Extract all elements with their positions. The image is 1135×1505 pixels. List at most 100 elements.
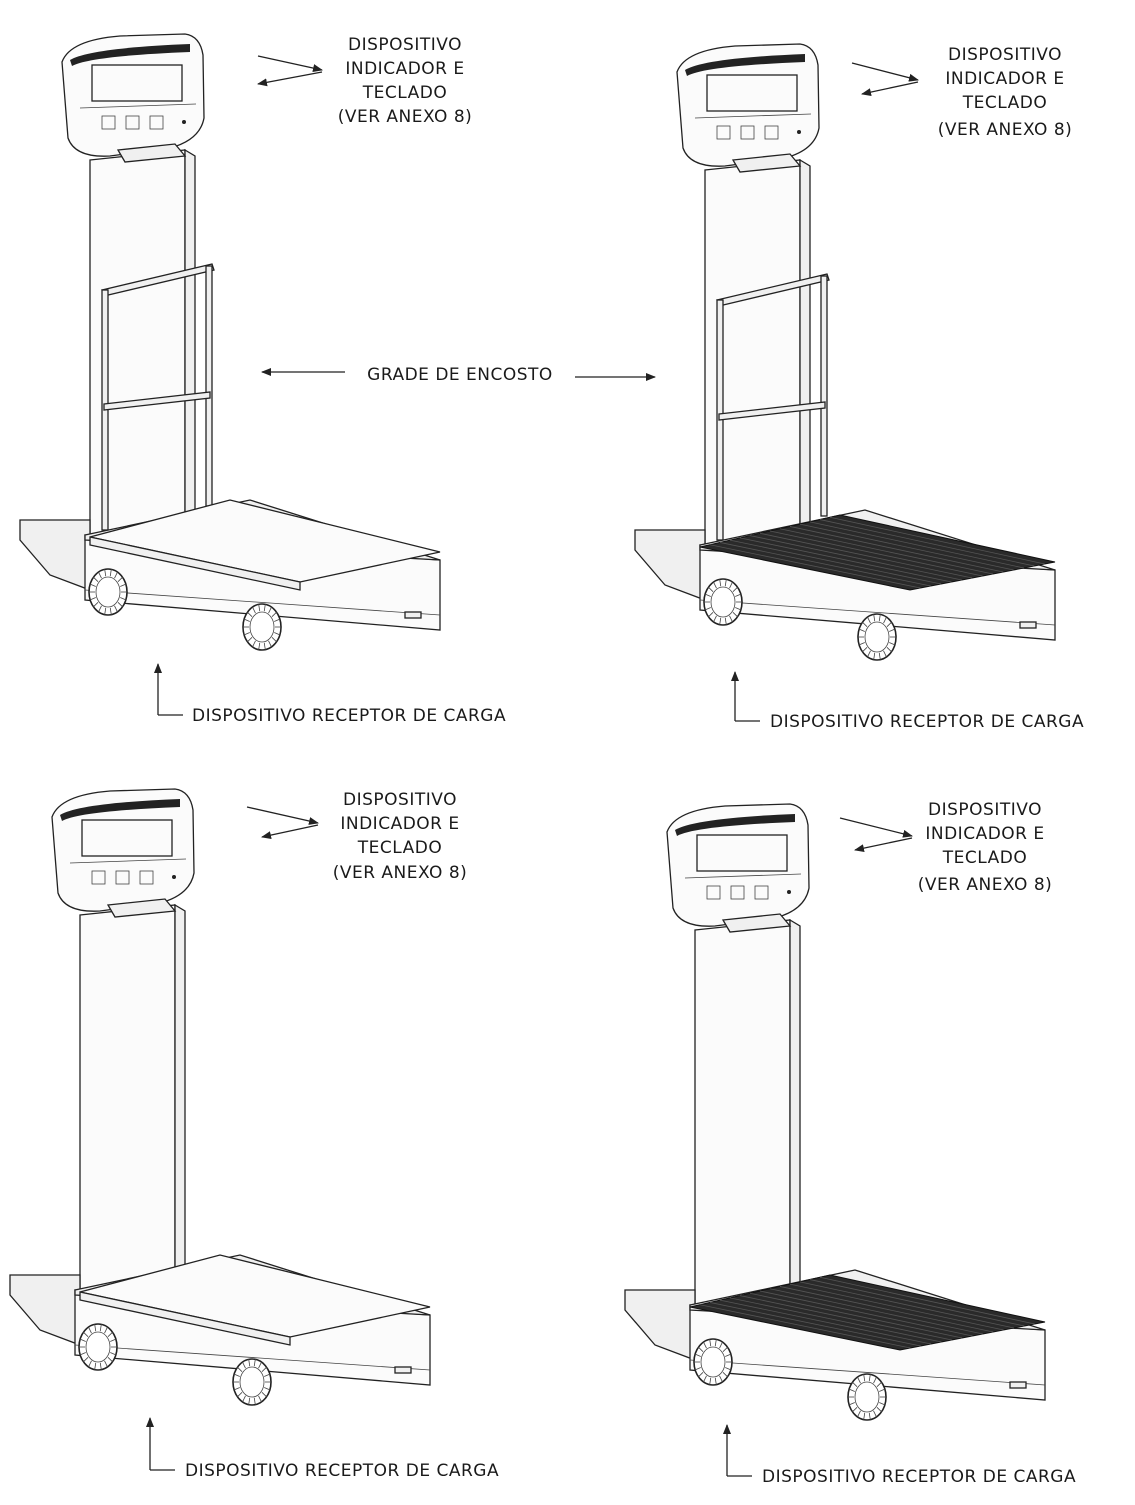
wheel-tread	[852, 1406, 858, 1413]
wheel-tread	[852, 1381, 858, 1388]
mat-ridge	[819, 1276, 1035, 1325]
wheel-tread	[704, 593, 711, 597]
indicator-label-line2: INDICADOR E	[945, 69, 1064, 89]
wheel-tread	[242, 1395, 246, 1403]
base-front-wedge	[19, 519, 91, 591]
wheel-tread	[248, 1359, 251, 1367]
backrest-cross-bar	[718, 401, 826, 421]
wheel-tread	[876, 1406, 882, 1413]
receiver-label: DISPOSITIVO RECEPTOR DE CARGA	[770, 712, 1084, 732]
wheel-tread	[709, 1339, 712, 1347]
wheel-tread	[104, 607, 107, 615]
wheel-tread	[258, 642, 261, 650]
wheel-tread	[873, 1376, 877, 1384]
indicator-led	[172, 875, 176, 879]
wheel-tread	[862, 621, 868, 628]
receiver-label: DISPOSITIVO RECEPTOR DE CARGA	[192, 706, 506, 726]
wheel-tread	[863, 1374, 866, 1382]
wheel-tread	[879, 1388, 886, 1392]
wheel-tread	[703, 1341, 707, 1349]
mat-ridge	[729, 539, 942, 585]
base-foot	[394, 1366, 412, 1374]
wheel-tread	[713, 581, 717, 589]
wheel-tread	[104, 1326, 108, 1334]
indicator-callout-bottom-left: DISPOSITIVO INDICADOR E TECLADO (VER ANE…	[246, 790, 467, 883]
wheel-tread	[110, 1338, 117, 1342]
wheel-tread	[268, 606, 272, 614]
mat-ridge	[799, 1281, 1015, 1329]
backrest-cross-bar	[103, 391, 211, 411]
wheel-tread	[858, 628, 865, 632]
wheel-tread	[89, 597, 96, 601]
backrest-label: GRADE DE ENCOSTO	[367, 365, 553, 385]
indicator-label-line3: TECLADO	[362, 83, 447, 103]
mat-ridge	[789, 1283, 1004, 1331]
keypad-key	[149, 115, 164, 130]
receiver-callout-top-left: DISPOSITIVO RECEPTOR DE CARGA	[154, 663, 506, 726]
indicator-label-line1: DISPOSITIVO	[343, 790, 457, 810]
wheel-tread	[862, 646, 868, 653]
front-wheel	[703, 578, 743, 626]
wheel-tread	[889, 642, 896, 646]
wheel-tread	[93, 601, 99, 608]
front-wheel	[693, 1338, 733, 1386]
wheel-tread	[252, 640, 256, 648]
wheel-tread	[253, 1359, 256, 1367]
wheel-tread	[109, 569, 112, 577]
column-front	[694, 919, 791, 1306]
rear-wheel	[857, 613, 897, 661]
wheel-tread	[868, 1374, 871, 1382]
backrest-frame	[716, 273, 830, 541]
rear-wheel	[242, 603, 282, 651]
wheel-tread	[698, 1371, 704, 1378]
receiver-label: DISPOSITIVO RECEPTOR DE CARGA	[762, 1467, 1076, 1487]
indicator-label-line4: (VER ANEXO 8)	[938, 120, 1073, 140]
mat-ridge	[719, 1299, 932, 1345]
column-side	[789, 918, 801, 1306]
wheel-tread	[725, 1367, 732, 1371]
wheel-tread	[719, 1341, 723, 1349]
wheel-tread	[698, 1346, 704, 1353]
mat-ridge	[769, 1288, 983, 1335]
backrest-right-post	[820, 275, 828, 517]
base-groove	[74, 1344, 431, 1371]
receiver-label: DISPOSITIVO RECEPTOR DE CARGA	[185, 1461, 499, 1481]
indicator-head	[666, 803, 810, 933]
wheel-tread	[268, 640, 272, 648]
wheel-tread	[274, 632, 281, 636]
wheel-tread	[120, 583, 127, 587]
scale-mat-platform	[624, 803, 1046, 1421]
indicator-label-line2: INDICADOR E	[345, 59, 464, 79]
wheel-tread	[714, 1377, 717, 1385]
indicator-mount	[106, 898, 177, 918]
wheel-tread	[725, 1353, 732, 1357]
keypad-key	[101, 115, 116, 130]
scale-smooth-platform	[9, 788, 431, 1406]
mat-ridge	[779, 528, 993, 575]
front-wheel	[78, 1323, 118, 1371]
indicator-label-line4: (VER ANEXO 8)	[918, 875, 1053, 895]
indicator-head	[61, 33, 205, 163]
wheel-tread	[107, 1356, 113, 1363]
wheel-tread	[709, 1377, 712, 1385]
indicator-label-line2: INDICADOR E	[340, 814, 459, 834]
indicator-display	[696, 834, 788, 872]
wheel-tread	[719, 1375, 723, 1383]
platform-edge	[89, 536, 301, 591]
wheel-tread	[258, 1395, 262, 1403]
rubber-mat	[689, 1274, 1046, 1351]
wheel-tread	[732, 586, 738, 593]
wheel-tread	[233, 1373, 240, 1377]
indicator-top-band	[70, 44, 190, 66]
wheel-tread	[883, 616, 887, 624]
wheel-tread	[735, 607, 742, 611]
wheel-tread	[724, 617, 727, 625]
mat-ridge	[739, 537, 952, 583]
mat-ridge	[699, 1304, 911, 1349]
wheel-tread	[719, 617, 722, 625]
mat-ridge	[799, 523, 1014, 571]
wheel-tread	[258, 604, 261, 612]
mat-ridge	[729, 1297, 942, 1343]
mat-ridge	[779, 1286, 994, 1333]
